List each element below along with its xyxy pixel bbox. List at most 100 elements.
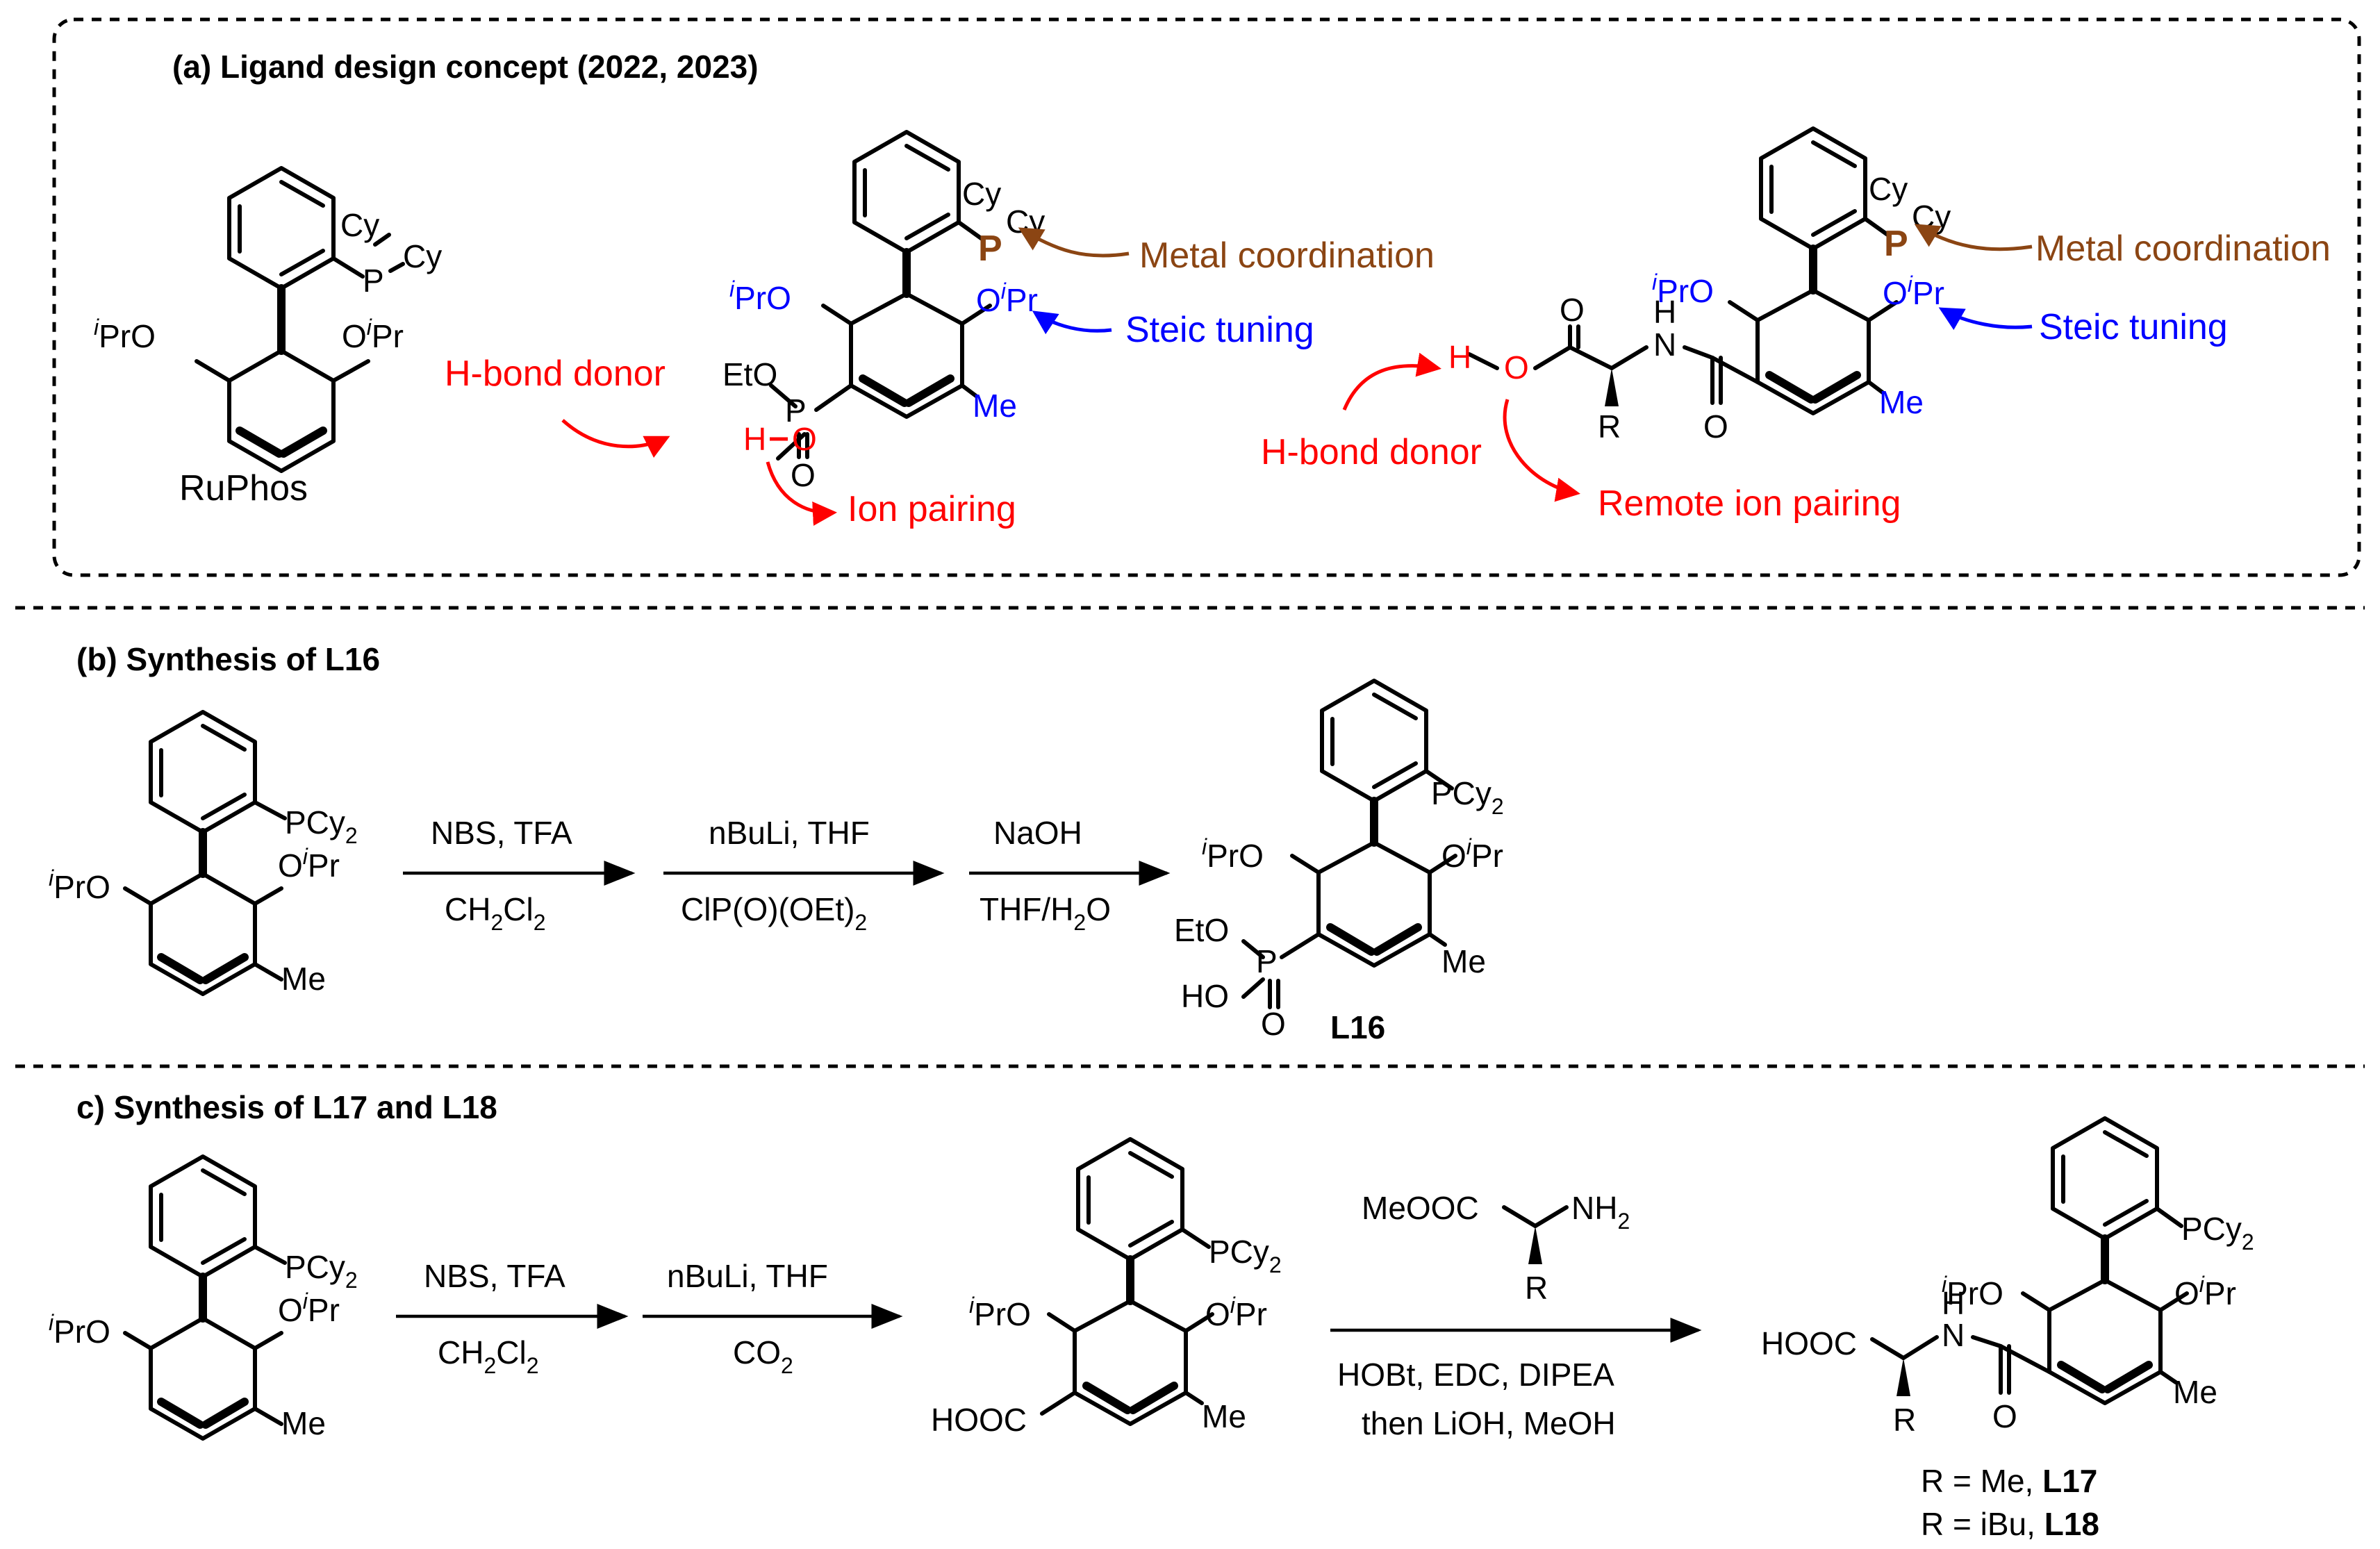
c-acid-pcy2: PCy2 xyxy=(1209,1234,1282,1277)
ruphos-cy-1: Cy xyxy=(340,207,379,243)
c-step3-r: R xyxy=(1525,1270,1548,1306)
lig1-annot-metal: Metal coordination xyxy=(1139,235,1435,276)
lig2-left-ipro: iPrO xyxy=(1652,270,1714,309)
ligand-phosphonate-structure xyxy=(769,130,992,461)
ruphos-left-ipro: iPrO xyxy=(94,315,156,354)
lig2-amide-o: O xyxy=(1703,408,1728,445)
c-prod-r: R xyxy=(1893,1402,1916,1438)
lig2-annot-hbond: H-bond donor xyxy=(1261,432,1482,472)
c-step2-top: nBuLi, THF xyxy=(667,1258,828,1294)
c-acid-me: Me xyxy=(1202,1398,1246,1434)
b-sm-me: Me xyxy=(281,961,326,997)
lig2-nh: H xyxy=(1653,294,1676,330)
ruphos-right-oipr: OiPr xyxy=(342,315,404,354)
c-acid-intermediate-structure xyxy=(1040,1137,1214,1426)
b-product-L16-structure xyxy=(1241,679,1457,1009)
c-sm-me: Me xyxy=(281,1405,326,1441)
lig1-left-ipro: iPrO xyxy=(729,276,791,316)
c-prod-me: Me xyxy=(2173,1374,2217,1410)
lig1-me: Me xyxy=(973,388,1017,424)
c-step2-bottom: CO2 xyxy=(733,1334,793,1378)
lig1-p: P xyxy=(785,392,807,429)
b-step1-bottom: CH2Cl2 xyxy=(445,891,546,935)
c-start-material-structure xyxy=(123,1154,287,1441)
lig1-annot-hbond: H-bond donor xyxy=(445,354,666,394)
b-prod-label-L16: L16 xyxy=(1330,1009,1385,1045)
c-step1-bottom: CH2Cl2 xyxy=(438,1334,539,1378)
lig1-right-oipr: OiPr xyxy=(976,279,1038,318)
b-step3-bottom: THF/H2O xyxy=(980,891,1111,935)
panel-a-frame xyxy=(52,17,2361,577)
c-sm-pcy2: PCy2 xyxy=(285,1249,358,1293)
c-step3-reagent-1: HOBt, EDC, DIPEA xyxy=(1337,1357,1614,1393)
ruphos-cy-2: Cy xyxy=(403,238,442,274)
c-prod-hooc: HOOC xyxy=(1761,1325,1857,1361)
lig2-annot-remote: Remote ion pairing xyxy=(1598,483,1901,524)
lig2-oh-h: H xyxy=(1448,339,1471,375)
c-prod-right-oipr: OiPr xyxy=(2174,1272,2236,1311)
c-step3-aminoester-structure xyxy=(1502,1205,1569,1264)
lig2-r: R xyxy=(1598,408,1621,445)
c-acid-left-ipro: iPrO xyxy=(969,1293,1031,1332)
b-step2-bottom: ClP(O)(OEt)2 xyxy=(681,891,867,935)
c-acid-right-oipr: OiPr xyxy=(1205,1293,1267,1332)
ruphos-structure xyxy=(195,166,405,473)
b-step2-top: nBuLi, THF xyxy=(709,815,870,851)
c-sm-left-ipro: iPrO xyxy=(49,1310,110,1350)
lig1-h: H xyxy=(743,421,766,457)
lig2-me: Me xyxy=(1879,384,1924,420)
c-prod-n: N xyxy=(1942,1317,1965,1353)
c-step3-nh2: NH2 xyxy=(1571,1190,1630,1234)
c-prod-l18-line: R = iBu, L18 xyxy=(1921,1506,2099,1542)
c-prod-left-ipro: iPrO xyxy=(1942,1272,2003,1311)
b-start-material-structure xyxy=(123,710,287,996)
b-sm-left-ipro: iPrO xyxy=(49,865,110,905)
ruphos-p: P xyxy=(363,263,384,299)
c-step3-meooc: MeOOC xyxy=(1362,1190,1479,1226)
ruphos-label: RuPhos xyxy=(179,468,308,508)
b-prod-left-ipro: iPrO xyxy=(1202,834,1264,874)
b-prod-pcy2: PCy2 xyxy=(1431,775,1504,819)
c-prod-nh: H xyxy=(1942,1285,1965,1321)
lig2-oh-o: O xyxy=(1504,349,1529,386)
c-product-structure xyxy=(1870,1116,2189,1405)
b-prod-right-oipr: OiPr xyxy=(1441,834,1503,874)
b-prod-p: P xyxy=(1256,943,1278,979)
lig2-p-metal: P xyxy=(1884,224,1908,264)
section-c-title: c) Synthesis of L17 and L18 xyxy=(76,1089,497,1125)
lig2-right-oipr: OiPr xyxy=(1883,272,1944,311)
lig1-cy-2: Cy xyxy=(1006,204,1045,240)
c-step1-top: NBS, TFA xyxy=(424,1258,565,1294)
lig1-p-metal: P xyxy=(978,229,1002,269)
b-sm-right-oipr: OiPr xyxy=(278,844,340,884)
lig2-annot-metal: Metal coordination xyxy=(2035,229,2331,269)
lig2-cy-1: Cy xyxy=(1869,171,1908,207)
c-prod-pcy2: PCy2 xyxy=(2181,1211,2254,1254)
lig1-eto: EtO xyxy=(722,356,777,392)
c-prod-l17-line: R = Me, L17 xyxy=(1921,1463,2097,1499)
lig2-cy-2: Cy xyxy=(1912,199,1951,235)
section-a-title: (a) Ligand design concept (2022, 2023) xyxy=(172,49,759,85)
lig1-annot-ion: Ion pairing xyxy=(848,489,1016,529)
b-step1-top: NBS, TFA xyxy=(431,815,572,851)
b-prod-o-double: O xyxy=(1261,1006,1286,1042)
lig1-o-double: O xyxy=(791,457,816,493)
c-sm-right-oipr: OiPr xyxy=(278,1289,340,1328)
b-prod-me: Me xyxy=(1441,943,1486,979)
lig2-n: N xyxy=(1653,326,1676,363)
b-prod-ho: HO xyxy=(1181,978,1229,1014)
lig1-annot-steric: Steic tuning xyxy=(1125,310,1314,350)
lig2-annot-steric: Steic tuning xyxy=(2039,307,2228,347)
c-acid-hooc: HOOC xyxy=(931,1402,1027,1438)
b-sm-pcy2: PCy2 xyxy=(285,804,358,848)
ligand-amide-structure xyxy=(1467,126,1899,415)
b-prod-eto: EtO xyxy=(1174,912,1229,948)
lig1-o: O xyxy=(792,421,817,457)
c-prod-amide-o: O xyxy=(1992,1398,2017,1434)
b-step3-top: NaOH xyxy=(993,815,1082,851)
section-b-title: (b) Synthesis of L16 xyxy=(76,641,380,677)
lig1-cy-1: Cy xyxy=(962,176,1001,212)
c-step3-reagent-2: then LiOH, MeOH xyxy=(1362,1405,1616,1441)
lig2-acid-o: O xyxy=(1560,292,1585,328)
